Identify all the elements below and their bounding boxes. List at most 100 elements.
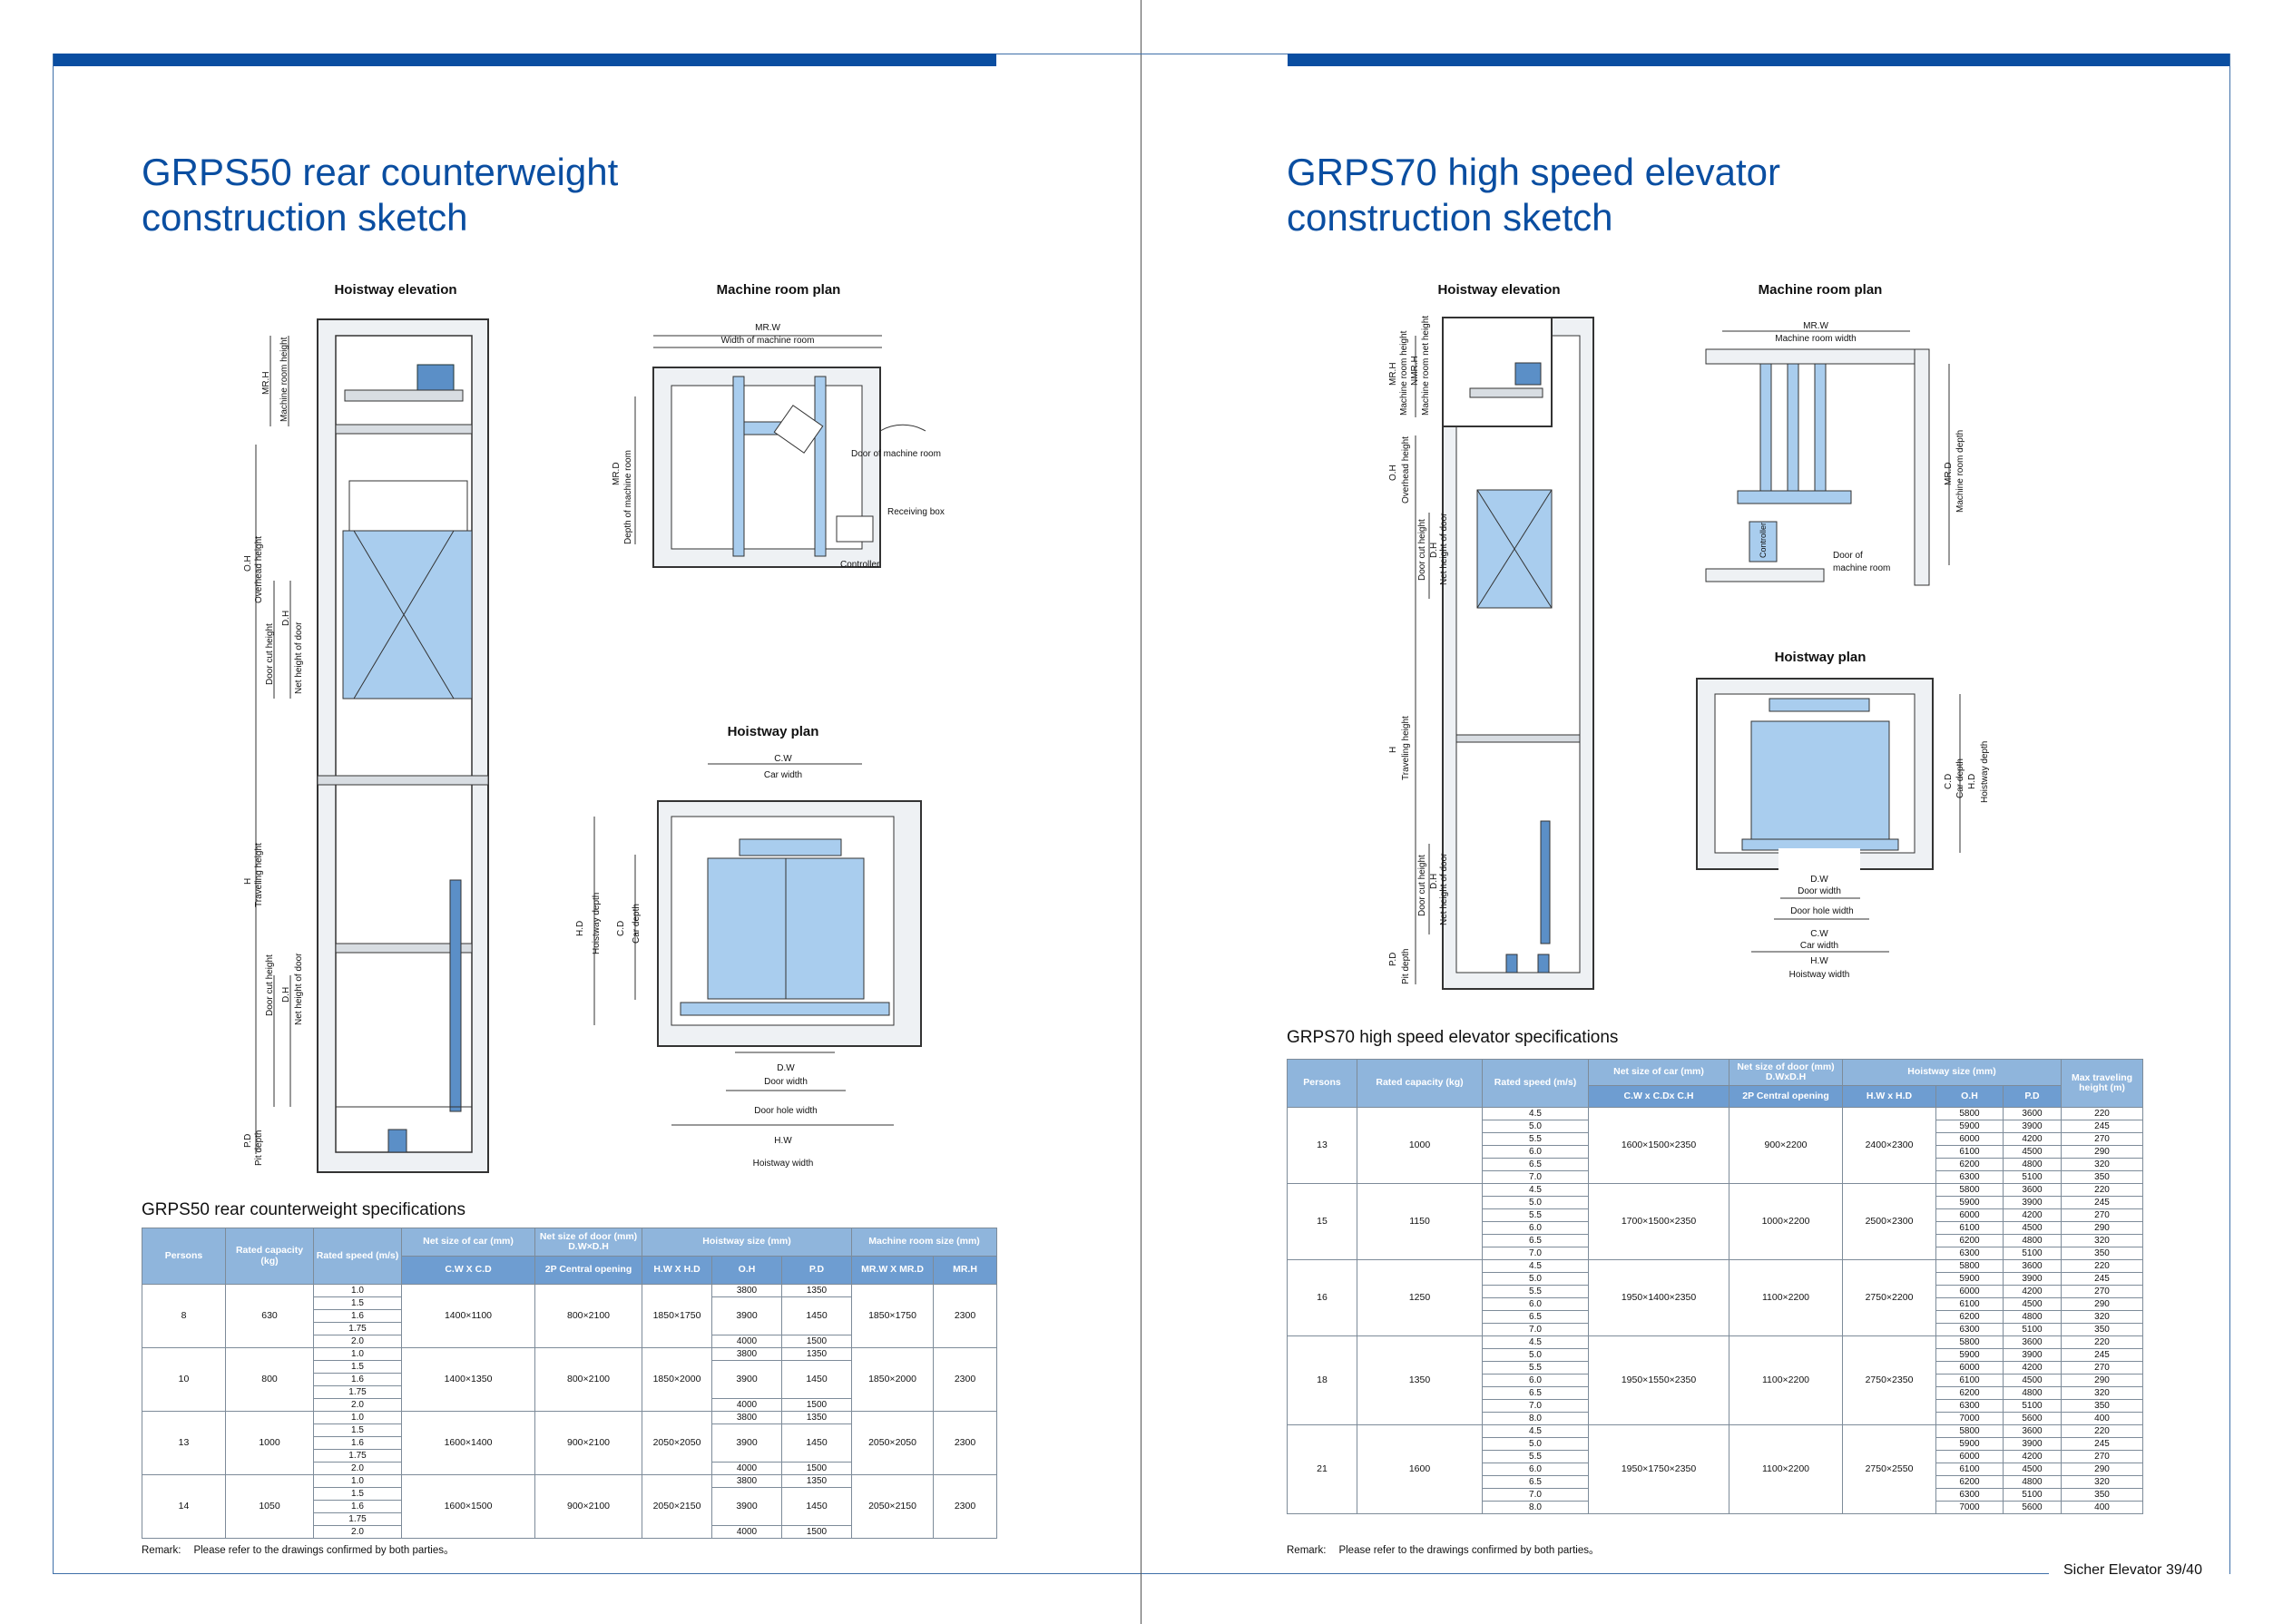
left-frame-left — [53, 54, 54, 1574]
rmr-rail2 — [1787, 363, 1799, 492]
lt-sh-pd: P.D — [780, 1256, 853, 1285]
pd-cell: 4500 — [2002, 1145, 2063, 1159]
rt-h-door: Net size of door (mm) D.WxD.H — [1729, 1059, 1843, 1086]
mr-size-cell: 1850×1750 — [851, 1284, 935, 1348]
lt-h-car: Net size of car (mm) — [401, 1228, 535, 1257]
pd-cell: 4200 — [2002, 1208, 2063, 1222]
speed-cell: 4.5 — [1482, 1335, 1589, 1349]
speed-cell: 7.0 — [1482, 1170, 1589, 1184]
pd-cell: 3600 — [2002, 1183, 2063, 1197]
hp-hw: H.W — [774, 1136, 792, 1146]
capacity-cell: 1150 — [1357, 1183, 1483, 1260]
elev-floor-slab1 — [317, 775, 489, 786]
pd-cell: 3600 — [2002, 1424, 2063, 1438]
rt-sh-car: C.W x C.Dx C.H — [1588, 1085, 1729, 1108]
pd-cell: 3900 — [2002, 1196, 2063, 1209]
elev-pd-desc: Pit depth — [254, 1130, 264, 1166]
hoistway-size-cell: 2050×2050 — [642, 1411, 712, 1475]
car-size-cell: 1950×1400×2350 — [1588, 1259, 1729, 1336]
speed-cell: 5.0 — [1482, 1196, 1589, 1209]
oh-cell: 6300 — [1935, 1399, 2004, 1413]
mr-controller-label: Controller — [840, 560, 880, 570]
oh-cell: 6200 — [1935, 1386, 2004, 1400]
max-height-cell: 290 — [2061, 1145, 2144, 1159]
elev-machine-base — [344, 389, 464, 402]
right-remark-label: Remark: — [1287, 1545, 1327, 1556]
speed-cell: 1.6 — [313, 1309, 402, 1323]
pd-cell: 3600 — [2002, 1259, 2063, 1273]
speed-cell: 5.0 — [1482, 1272, 1589, 1286]
max-height-cell: 350 — [2061, 1488, 2144, 1502]
pd-cell: 1500 — [780, 1398, 853, 1412]
persons-cell: 18 — [1287, 1335, 1357, 1425]
hp-cw: C.W — [774, 754, 792, 764]
speed-cell: 1.5 — [313, 1360, 402, 1374]
rmr-rail3 — [1814, 363, 1827, 492]
pd-cell: 4500 — [2002, 1374, 2063, 1387]
max-height-cell: 290 — [2061, 1221, 2144, 1235]
pd-cell: 1500 — [780, 1525, 853, 1539]
lt-sh-mrh: MR.H — [933, 1256, 998, 1285]
speed-cell: 1.5 — [313, 1487, 402, 1501]
oh-cell: 6300 — [1935, 1488, 2004, 1502]
oh-cell: 3800 — [711, 1474, 782, 1488]
pd-cell: 5600 — [2002, 1501, 2063, 1514]
hoistway-size-cell: 2750×2200 — [1842, 1259, 1936, 1336]
oh-cell: 6000 — [1935, 1285, 2004, 1298]
max-height-cell: 320 — [2061, 1234, 2144, 1247]
pd-cell: 5100 — [2002, 1170, 2063, 1184]
right-remark: Remark:Please refer to the drawings conf… — [1287, 1542, 1612, 1557]
right-hoistway-plan: C.D Car depth H.D Hoistway depth D.W Doo… — [1696, 678, 1990, 980]
pd-cell: 3900 — [2002, 1120, 2063, 1133]
speed-cell: 4.5 — [1482, 1183, 1589, 1197]
hp-cw-bar — [739, 838, 842, 856]
oh-cell: 5800 — [1935, 1107, 2004, 1120]
oh-cell: 6000 — [1935, 1208, 2004, 1222]
pd-cell: 1350 — [780, 1474, 853, 1488]
rhp-cwt — [1769, 698, 1870, 712]
mr-machine — [773, 405, 824, 454]
max-height-cell: 320 — [2061, 1475, 2144, 1489]
car-size-cell: 1700×1500×2350 — [1588, 1183, 1729, 1260]
pd-cell: 4800 — [2002, 1475, 2063, 1489]
pd-cell: 4800 — [2002, 1310, 2063, 1324]
lt-h-hoistway: Hoistway size (mm) — [641, 1228, 853, 1257]
left-hoistway-plan: C.W Car width H.D Hoistway depth C.D Car… — [575, 754, 922, 1169]
max-height-cell: 220 — [2061, 1107, 2144, 1120]
speed-cell: 1.75 — [313, 1385, 402, 1399]
mrh-cell: 2300 — [933, 1411, 998, 1475]
max-height-cell: 220 — [2061, 1183, 2144, 1197]
max-height-cell: 400 — [2061, 1501, 2144, 1514]
mr-rail1 — [732, 376, 745, 557]
hp-hw-desc: Hoistway width — [753, 1159, 814, 1169]
pd-cell: 5100 — [2002, 1247, 2063, 1260]
capacity-cell: 1050 — [225, 1474, 314, 1539]
speed-cell: 5.0 — [1482, 1437, 1589, 1451]
elev-machine — [416, 364, 455, 391]
max-height-cell: 220 — [2061, 1424, 2144, 1438]
elev-mr-floor — [335, 424, 473, 435]
oh-cell: 4000 — [711, 1398, 782, 1412]
relev-buffer1 — [1505, 954, 1518, 973]
pd-cell: 3900 — [2002, 1272, 2063, 1286]
lt-h-mr: Machine room size (mm) — [851, 1228, 998, 1257]
speed-cell: 6.5 — [1482, 1475, 1589, 1489]
car-size-cell: 1600×1400 — [401, 1411, 535, 1475]
capacity-cell: 1350 — [1357, 1335, 1483, 1425]
speed-cell: 1.5 — [313, 1296, 402, 1310]
persons-cell: 15 — [1287, 1183, 1357, 1260]
speed-cell: 1.5 — [313, 1423, 402, 1437]
speed-cell: 5.5 — [1482, 1208, 1589, 1222]
relev-pd: P.D — [1388, 953, 1398, 966]
max-height-cell: 245 — [2061, 1120, 2144, 1133]
rmr-controller: Controller — [1759, 523, 1768, 558]
oh-cell: 5800 — [1935, 1183, 2004, 1197]
door-size-cell: 900×2200 — [1729, 1107, 1843, 1184]
speed-cell: 6.0 — [1482, 1145, 1589, 1159]
persons-cell: 10 — [142, 1347, 226, 1412]
relev-inner — [1455, 335, 1581, 973]
